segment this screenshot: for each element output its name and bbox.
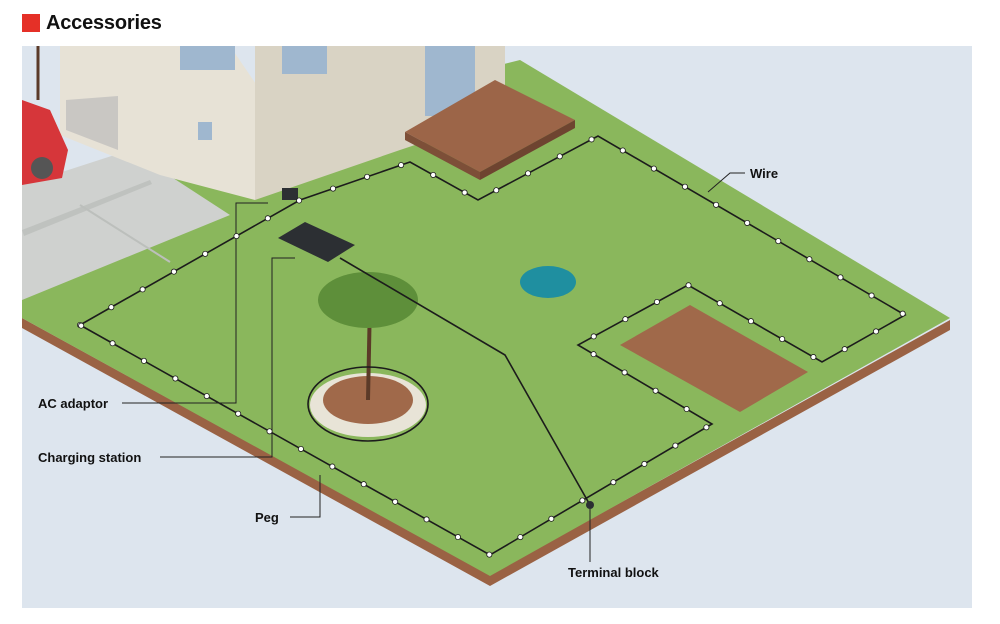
wire-peg [266, 428, 273, 435]
wire-peg [610, 479, 617, 486]
wire-peg [430, 171, 437, 178]
wire-peg [203, 393, 210, 400]
wire-peg [650, 165, 657, 172]
wire-peg [588, 136, 595, 143]
wire-peg [329, 463, 336, 470]
wire-peg [364, 173, 371, 180]
wire-peg [810, 354, 817, 361]
wire-peg [873, 328, 880, 335]
house-wall-left [60, 46, 260, 200]
charging-station-callout [160, 257, 295, 458]
vegetable-bed [620, 305, 808, 412]
robot-mower [520, 266, 576, 298]
section-header: Accessories [22, 10, 162, 36]
ac-adaptor-callout [122, 202, 268, 404]
wire-peg [681, 183, 688, 190]
peg-callout [290, 475, 321, 518]
wire-peg [330, 185, 337, 192]
wire-peg [392, 498, 399, 505]
driveway-lines [22, 180, 152, 236]
wire-peg [235, 410, 242, 417]
wire-peg [140, 357, 147, 364]
wire-peg [653, 298, 660, 305]
house-window [180, 46, 235, 70]
wire-peg [744, 219, 751, 226]
label-charging-station: Charging station [38, 450, 142, 465]
wire-peg [486, 551, 493, 558]
label-ac-adaptor: AC adaptor [38, 396, 109, 411]
wire-peg [264, 215, 271, 222]
terminal-block-marker [586, 501, 594, 509]
wire-peg [683, 406, 690, 413]
steps [66, 96, 118, 150]
guide-wire [339, 257, 591, 506]
wire-peg [652, 387, 659, 394]
wire-peg [775, 238, 782, 245]
wire-peg [525, 170, 532, 177]
wire-peg [837, 274, 844, 281]
charging-station [278, 222, 355, 262]
wire-peg [296, 197, 303, 204]
ac-adaptor-box [282, 188, 298, 200]
wire-peg [108, 304, 115, 311]
wire-peg [622, 316, 629, 323]
wire-peg [398, 162, 405, 169]
wire-peg [556, 153, 563, 160]
wire-peg [202, 250, 209, 257]
wire-peg [716, 300, 723, 307]
wire-peg [806, 256, 813, 263]
section-title: Accessories [46, 11, 162, 34]
tree-perimeter-wire [307, 366, 429, 442]
wire-peg [170, 268, 177, 275]
wire-peg [899, 310, 906, 317]
wire-peg [360, 481, 367, 488]
wire-pegs [77, 136, 906, 558]
wire-peg [297, 445, 304, 452]
driveway [22, 150, 230, 300]
house-small-window [198, 122, 212, 140]
house-window [282, 46, 327, 74]
wire-peg [713, 201, 720, 208]
wire-peg [868, 292, 875, 299]
wooden-deck [405, 80, 575, 172]
tree-canopy [318, 272, 418, 328]
wire-peg [841, 346, 848, 353]
label-terminal-block: Terminal block [568, 565, 659, 580]
wire-peg [590, 351, 597, 358]
wire-peg [172, 375, 179, 382]
wire-peg [454, 534, 461, 541]
wire-peg [139, 286, 146, 293]
wire-peg [703, 424, 710, 431]
wire-peg [747, 318, 754, 325]
wire-callout [707, 172, 745, 193]
wire-peg [461, 189, 468, 196]
label-peg: Peg [255, 510, 279, 525]
wire-peg [619, 147, 626, 154]
wire-peg [621, 369, 628, 376]
wire-peg [672, 442, 679, 449]
wire-peg [641, 460, 648, 467]
wire-peg [109, 340, 116, 347]
label-wire: Wire [750, 166, 779, 181]
wire-peg [423, 516, 430, 523]
wire-peg [779, 336, 786, 343]
red-square-icon [22, 14, 40, 32]
wire-peg [233, 233, 240, 240]
wire-peg [685, 282, 692, 289]
wire-peg [493, 187, 500, 194]
wire-peg [590, 333, 597, 340]
wire-peg [78, 322, 85, 329]
wire-peg [517, 534, 524, 541]
wire-peg [548, 515, 555, 522]
wire-peg [579, 497, 586, 504]
